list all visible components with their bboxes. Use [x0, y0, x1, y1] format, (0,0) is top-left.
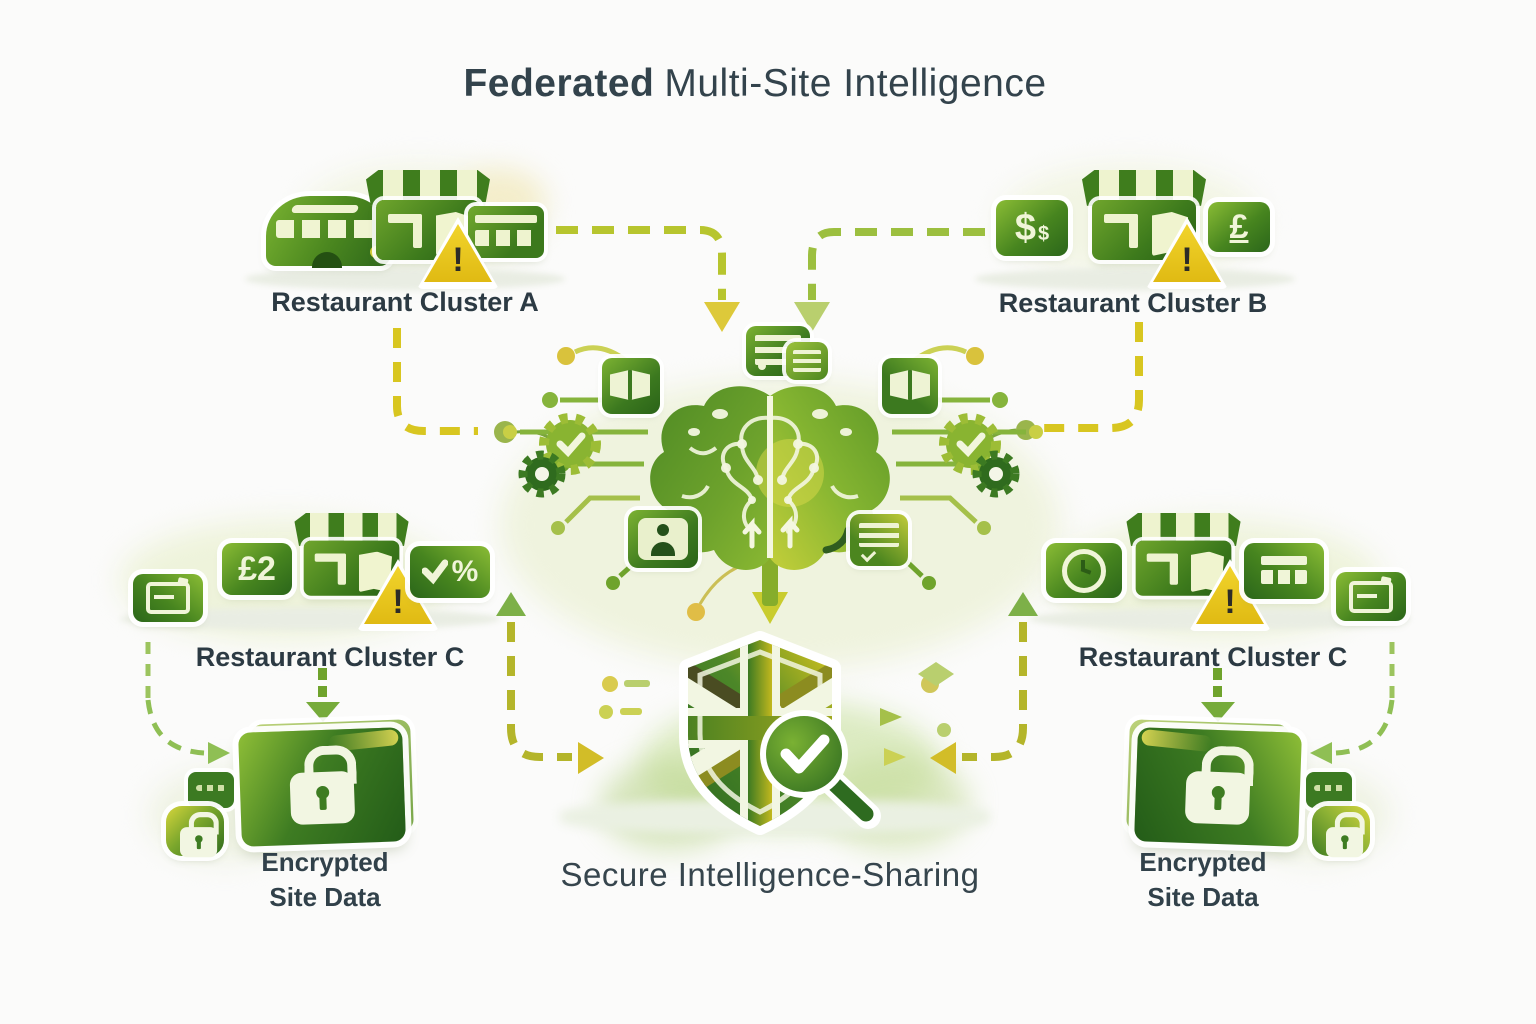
connector-cluster-a-to-brain — [556, 226, 740, 332]
store-sign — [337, 553, 346, 585]
page-title-lead: Federated — [463, 62, 655, 105]
docs-overlay-icon — [786, 342, 828, 380]
ai-brain-icon — [650, 386, 890, 606]
connector-curve-encrypted-right — [1310, 642, 1395, 764]
store-sign — [388, 214, 422, 223]
encrypted-left-line1: Encrypted — [261, 847, 389, 877]
menu-book-icon — [602, 358, 660, 414]
dollar-glyph-small: $ — [1038, 223, 1050, 245]
encrypted-left-label: Encrypted Site Data — [215, 845, 435, 915]
bus-arch — [312, 252, 342, 268]
store-sign — [1129, 214, 1138, 248]
warning-triangle-icon: ! — [417, 217, 499, 289]
padlock-slot — [1342, 841, 1347, 850]
receipt-card-icon — [1336, 572, 1406, 621]
connector-cluster-c-right-to-shield — [930, 592, 1038, 774]
clock-glyph — [1062, 548, 1106, 593]
padlock-slot — [1213, 795, 1222, 811]
dollar-glyph: $ — [1014, 207, 1036, 249]
bus-roof — [290, 205, 360, 213]
connector-label-to-encrypted-left — [306, 668, 340, 722]
warning-face: ! — [424, 224, 492, 282]
receipt-card-icon — [133, 574, 203, 622]
uk-shield-verified-icon — [679, 631, 881, 835]
person-icon — [628, 510, 698, 568]
bus-windows — [276, 220, 380, 238]
building-windows — [475, 230, 537, 246]
chat-check — [860, 546, 877, 563]
padlock-icon — [289, 744, 357, 827]
check-cursor-glyph — [421, 559, 448, 585]
gears-icon — [518, 413, 601, 498]
warning-mark: ! — [1181, 241, 1193, 279]
encrypted-left-line2: Site Data — [269, 882, 381, 912]
encrypted-right-line2: Site Data — [1147, 882, 1259, 912]
padlock-icon — [1184, 745, 1255, 827]
pound-lock-icon: £ — [1208, 202, 1270, 252]
page-title-rest: Multi-Site Intelligence — [664, 62, 1047, 105]
menu-book-icon — [882, 358, 938, 414]
cluster-b-label: Restaurant Cluster B — [998, 288, 1268, 318]
encrypted-right-label: Encrypted Site Data — [1093, 845, 1313, 915]
doc-lines — [793, 350, 821, 372]
padlock-slot — [196, 841, 201, 850]
pound-glyph: £ — [1229, 208, 1249, 246]
cluster-c-right-label: Restaurant Cluster C — [1078, 642, 1348, 672]
warning-mark: ! — [392, 583, 404, 621]
encrypted-right-line1: Encrypted — [1139, 847, 1267, 877]
bus-building-icon — [266, 196, 390, 268]
warning-mark: ! — [1224, 583, 1236, 621]
small-lock-icon — [166, 806, 224, 858]
store-sign — [1104, 214, 1138, 223]
message-bubble-icon — [1306, 772, 1352, 808]
person-glyph — [638, 518, 688, 560]
encrypted-data-panel — [238, 727, 406, 847]
shield-sparks — [599, 662, 954, 766]
percent-glyph: % — [451, 555, 479, 588]
gears-icon — [939, 413, 1020, 498]
book-glyph — [890, 370, 930, 400]
store-sign — [314, 553, 346, 562]
clock-card-icon — [1046, 543, 1122, 598]
padlock-shackle — [1334, 812, 1365, 835]
caption: Secure Intelligence-Sharing — [560, 856, 980, 893]
receipt-glyph — [1349, 580, 1393, 613]
small-building-icon — [468, 206, 544, 258]
padlock-keyhole — [194, 835, 203, 843]
cluster-c-left-label: Restaurant Cluster C — [195, 642, 465, 672]
connector-label-to-encrypted-right — [1201, 668, 1235, 722]
cluster-a-label: Restaurant Cluster A — [271, 287, 539, 317]
padlock-shackle — [188, 812, 219, 835]
padlock-icon — [1326, 812, 1365, 858]
padlock-icon — [180, 812, 219, 858]
chat-lines — [859, 523, 899, 547]
store-sign — [413, 214, 422, 248]
store-sign — [1169, 553, 1178, 585]
connector-cluster-c-left-to-shield — [496, 592, 604, 774]
connector-cluster-b-to-brain — [794, 228, 985, 332]
table-card-icon — [1244, 543, 1324, 599]
store-sign — [1146, 553, 1178, 562]
table-glyph — [1261, 556, 1307, 586]
message-bubble-icon — [188, 772, 234, 808]
receipt-glyph — [146, 582, 190, 614]
padlock-keyhole — [1340, 835, 1349, 843]
chat-notes-icon — [850, 514, 908, 566]
server-dot — [758, 362, 766, 370]
price-glyph: £2 — [238, 550, 276, 588]
small-lock-icon — [1312, 806, 1370, 858]
building-bar — [475, 215, 537, 223]
percent-card-icon: % — [410, 546, 490, 598]
storefront-icon — [294, 513, 409, 596]
dollar-card-icon: $ $ — [996, 200, 1068, 256]
price-card-icon: £2 — [222, 543, 292, 595]
encrypted-data-panel — [1134, 727, 1302, 847]
warning-mark: ! — [452, 241, 464, 279]
padlock-slot — [318, 795, 327, 811]
connector-curve-encrypted-left — [145, 642, 230, 764]
book-glyph — [610, 370, 650, 400]
